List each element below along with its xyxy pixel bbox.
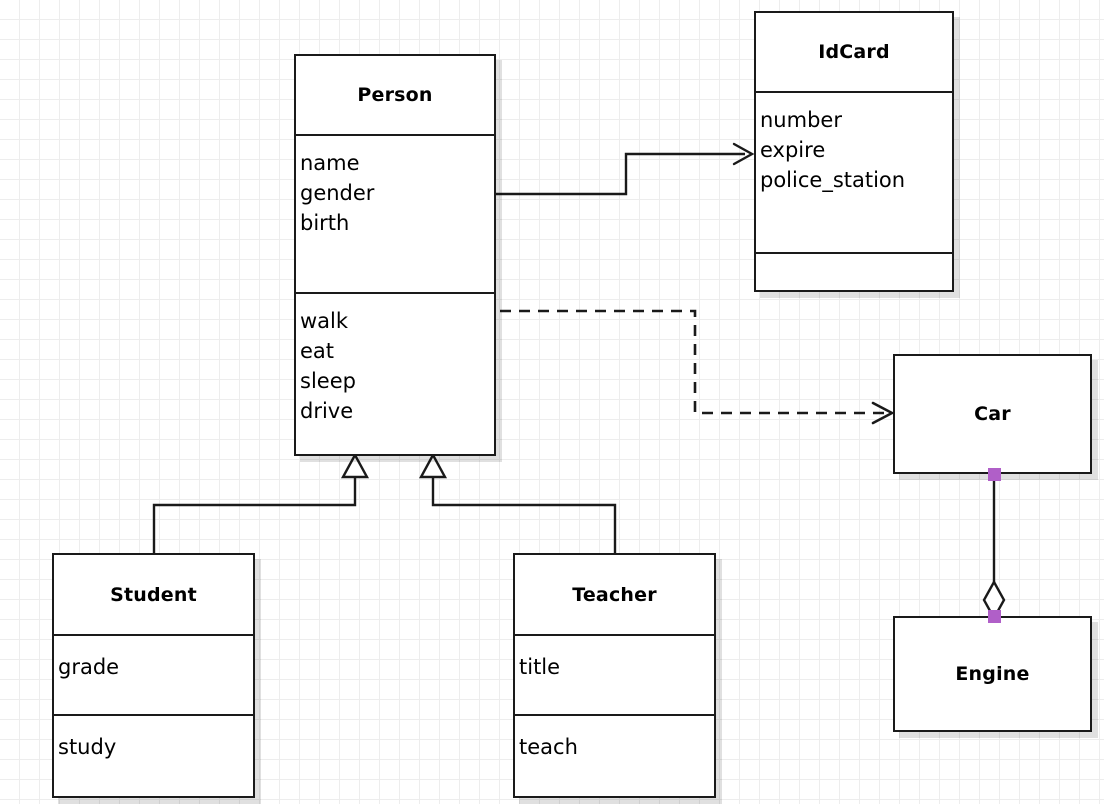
class-attributes-idcard: number expire police_station <box>756 91 952 252</box>
class-title-teacher: Teacher <box>572 583 657 606</box>
connector-person-idcard[interactable] <box>496 142 755 196</box>
class-title-person: Person <box>357 84 433 106</box>
class-operations-student: study <box>54 714 253 796</box>
class-operations-person: walk eat sleep drive <box>296 292 494 454</box>
class-operations-teacher: teach <box>515 714 714 796</box>
class-title-idcard: IdCard <box>818 41 890 63</box>
hollow-triangle-icon <box>340 452 370 479</box>
open-arrowhead-icon <box>871 401 895 425</box>
hollow-triangle-icon <box>418 452 448 479</box>
attribute-row: grade <box>58 655 120 679</box>
class-title-engine: Engine <box>955 663 1030 685</box>
operation-row: walk <box>300 309 349 333</box>
class-box-teacher[interactable]: Teacher title teach <box>513 553 716 798</box>
attribute-row: gender <box>300 181 375 205</box>
attribute-row: birth <box>300 211 350 235</box>
attribute-row: name <box>300 151 360 175</box>
connector-teacher-person[interactable] <box>418 452 617 553</box>
attribute-row: police_station <box>760 168 906 192</box>
attribute-row: title <box>519 655 561 679</box>
class-box-student[interactable]: Student grade study <box>52 553 255 798</box>
connector-student-person[interactable] <box>152 452 370 553</box>
class-box-engine[interactable]: Engine <box>893 616 1092 732</box>
operation-row: sleep <box>300 369 356 393</box>
operation-row: teach <box>519 735 578 759</box>
operation-row: eat <box>300 339 335 363</box>
class-box-car[interactable]: Car <box>893 354 1092 474</box>
class-box-person[interactable]: Person name gender birth walk eat sleep … <box>294 54 496 456</box>
operation-row: drive <box>300 399 354 423</box>
operation-row: study <box>58 735 117 759</box>
class-attributes-person: name gender birth <box>296 134 494 292</box>
connector-person-car[interactable] <box>500 309 895 425</box>
class-title-car: Car <box>974 403 1011 425</box>
attribute-row: expire <box>760 138 826 162</box>
class-attributes-student: grade <box>54 634 253 714</box>
attribute-row: number <box>760 108 842 132</box>
connector-endpoint-handle-engine[interactable] <box>988 610 1001 623</box>
class-title-student: Student <box>110 583 197 606</box>
class-attributes-teacher: title <box>515 634 714 714</box>
connector-car-engine[interactable] <box>982 474 1006 621</box>
open-arrowhead-icon <box>732 142 755 166</box>
class-operations-idcard <box>756 252 952 290</box>
class-box-idcard[interactable]: IdCard number expire police_station <box>754 11 954 292</box>
connector-endpoint-handle-car[interactable] <box>988 468 1001 481</box>
